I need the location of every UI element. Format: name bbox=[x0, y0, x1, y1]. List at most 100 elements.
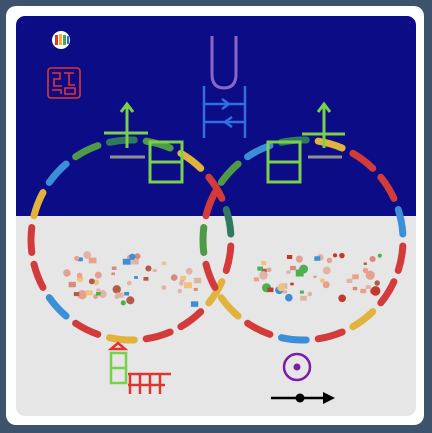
scatter-mark bbox=[179, 281, 184, 286]
left-ring-segment bbox=[76, 323, 98, 334]
scatter-mark bbox=[347, 279, 353, 283]
scatter-mark bbox=[74, 256, 79, 261]
scatter-mark bbox=[83, 251, 91, 259]
right-ring-segment bbox=[353, 153, 373, 168]
scatter-mark bbox=[366, 285, 371, 289]
left-ring-segment bbox=[31, 228, 32, 253]
scatter-mark bbox=[89, 258, 97, 264]
scatter-mark bbox=[308, 292, 313, 297]
scatter-mark bbox=[287, 255, 292, 259]
scatter-mark bbox=[352, 274, 359, 279]
scatter-mark bbox=[143, 277, 148, 281]
scatter-mark bbox=[267, 288, 273, 293]
scatter-mark bbox=[363, 268, 368, 273]
interlocked-rings bbox=[31, 140, 403, 340]
scatter-mark bbox=[162, 262, 166, 265]
left-ring-segment bbox=[181, 312, 201, 327]
left-ring-segment bbox=[34, 264, 43, 287]
scatter-mark bbox=[257, 267, 263, 271]
scatter-mark bbox=[123, 259, 131, 265]
u-glyph bbox=[212, 36, 236, 88]
scatter-mark bbox=[145, 265, 151, 271]
scatter-mark bbox=[96, 289, 100, 292]
scatter-mark bbox=[63, 269, 71, 277]
scatter-mark bbox=[74, 292, 79, 296]
right-ring-segment bbox=[318, 332, 342, 339]
circled-dot-icon bbox=[284, 354, 310, 380]
scatter-mark bbox=[300, 296, 307, 301]
blue-h-glyph bbox=[204, 86, 245, 138]
scatter-mark bbox=[333, 253, 337, 257]
scatter-mark bbox=[290, 266, 296, 270]
scatter-mark bbox=[353, 287, 358, 290]
scatter-mark bbox=[374, 280, 379, 285]
right-ring-segment bbox=[203, 228, 204, 253]
scatter-mark bbox=[370, 256, 376, 262]
red-seal-icon bbox=[48, 68, 80, 98]
scatter-mark bbox=[327, 258, 333, 264]
map-badge-icon bbox=[52, 31, 70, 49]
scatter-mark bbox=[129, 254, 135, 260]
scatter-mark bbox=[313, 276, 316, 278]
left-ring-segment bbox=[146, 332, 170, 339]
scatter-mark bbox=[184, 282, 192, 288]
right-ring-segment bbox=[206, 193, 215, 216]
scatter-mark bbox=[95, 272, 102, 279]
left-ring-segment bbox=[109, 338, 134, 340]
scatter-mark bbox=[378, 254, 382, 258]
scatter-mark bbox=[299, 265, 308, 274]
right-ring-segment bbox=[398, 246, 403, 270]
scatter-mark bbox=[290, 283, 294, 286]
left-ring-segment bbox=[34, 193, 43, 216]
scatter-mark bbox=[178, 289, 182, 293]
scatter-mark bbox=[296, 256, 303, 263]
scatter-mark bbox=[364, 263, 367, 265]
right-ring-segment bbox=[221, 298, 238, 316]
scatter-mark bbox=[86, 290, 93, 295]
scatter-mark bbox=[113, 285, 121, 293]
scatter-mark bbox=[339, 253, 344, 258]
left-ring-segment bbox=[181, 153, 201, 168]
scatter-mark bbox=[267, 267, 272, 272]
scatter-mark bbox=[194, 288, 198, 291]
right-ring-segment bbox=[281, 338, 306, 340]
scatter-mark bbox=[126, 296, 134, 304]
scatter-mark bbox=[277, 284, 285, 292]
left-ring-segment bbox=[49, 298, 66, 316]
scatter-mark bbox=[121, 300, 126, 305]
right-ring-segment bbox=[221, 164, 238, 182]
scatter-mark bbox=[112, 267, 117, 270]
scatter-mark bbox=[180, 276, 186, 280]
scatter-mark bbox=[161, 285, 166, 290]
scatter-mark bbox=[77, 273, 82, 278]
scatter-mark bbox=[323, 267, 331, 275]
scatter-mark bbox=[323, 281, 330, 288]
scatter-mark bbox=[194, 278, 201, 284]
scatter-mark bbox=[69, 282, 76, 287]
right-ring-segment bbox=[318, 141, 342, 148]
right-ring-segment bbox=[381, 177, 394, 198]
scatter-mark bbox=[114, 294, 119, 299]
scatter-mark bbox=[111, 273, 115, 276]
scatter-mark bbox=[124, 292, 129, 296]
right-ring-segment bbox=[381, 282, 394, 303]
left-ring-segment bbox=[49, 164, 66, 182]
right-ring-segment bbox=[206, 264, 215, 287]
scatter-mark bbox=[127, 281, 132, 286]
right-ring-segment bbox=[353, 312, 373, 327]
right-ring-segment bbox=[248, 323, 270, 334]
left-ring-segment bbox=[76, 146, 98, 157]
scatter-mark bbox=[360, 289, 366, 293]
right-ring-segment bbox=[398, 210, 403, 234]
scatter-mark bbox=[171, 274, 178, 281]
scatter-mark bbox=[89, 278, 95, 284]
scatter-mark bbox=[259, 271, 268, 280]
building-glyph bbox=[111, 343, 171, 394]
scatter-mark bbox=[300, 291, 304, 294]
scatter-mark bbox=[134, 276, 138, 279]
left-ring-segment bbox=[226, 210, 231, 234]
left-ring-segment bbox=[109, 140, 134, 142]
left-ring-segment bbox=[226, 246, 231, 270]
